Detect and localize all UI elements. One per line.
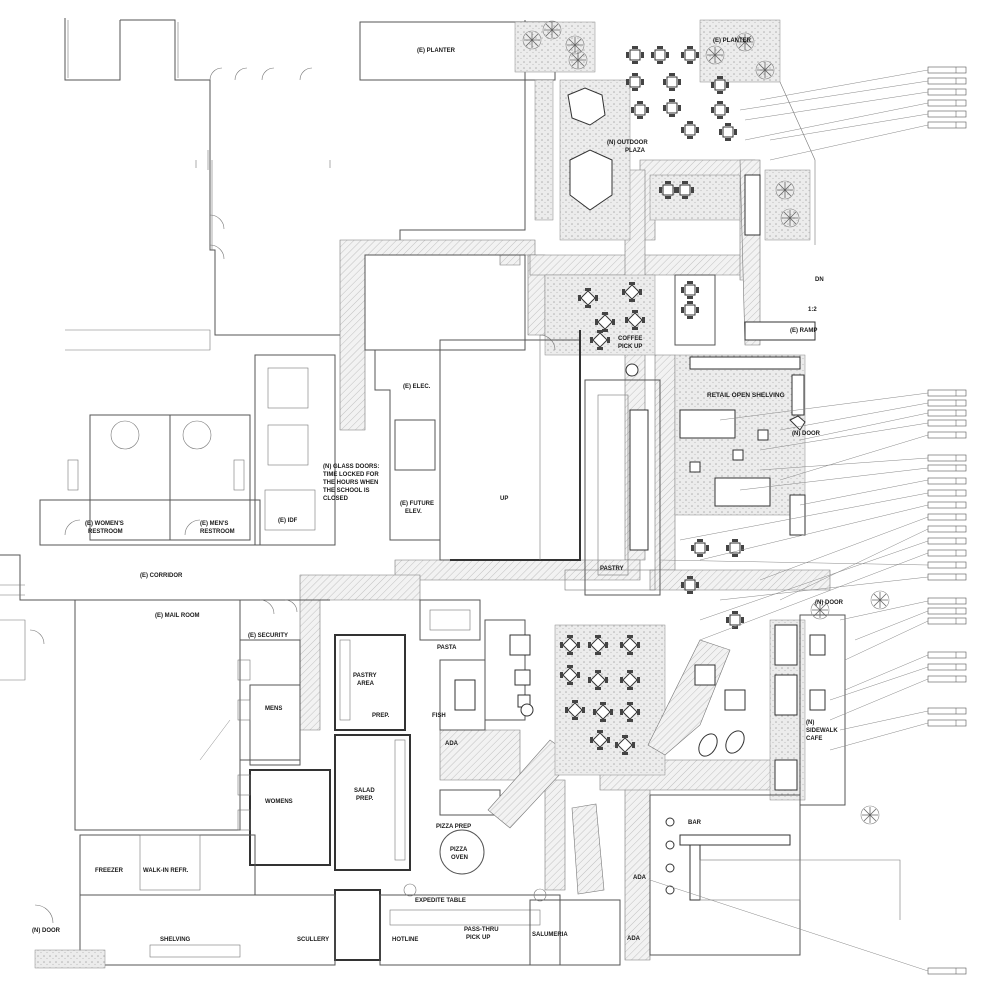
label-mail-room: (E) MAIL ROOM — [155, 613, 200, 619]
label-up: UP — [500, 496, 508, 502]
label-ada-2: ADA — [633, 875, 647, 881]
label-salad-1: SALAD — [354, 788, 375, 794]
bar-area — [649, 794, 901, 956]
existing-restrooms — [39, 414, 261, 546]
label-door-4: (N) DOOR — [32, 928, 61, 934]
label-retail: RETAIL OPEN SHELVING — [707, 392, 785, 399]
existing-building — [64, 18, 556, 351]
label-sidewalk-2: SIDEWALK — [806, 728, 838, 734]
label-glass-5: CLOSED — [323, 496, 349, 502]
label-ramp-slope: 1:2 — [808, 307, 817, 313]
label-glass-4: THE SCHOOL IS — [323, 488, 370, 494]
label-salumeria: SALUMERIA — [532, 932, 568, 938]
label-salad-2: PREP. — [356, 796, 374, 802]
label-mens-rr-2: RESTROOM — [200, 529, 235, 535]
main-dining — [554, 538, 746, 776]
label-walkin: WALK-IN REFR. — [143, 868, 189, 874]
label-womens-rr-2: RESTROOM — [88, 529, 123, 535]
planters — [514, 19, 816, 245]
label-pizza-oven-1: PIZZA — [450, 847, 468, 853]
label-ada-3: ADA — [627, 936, 641, 942]
label-passthru-1: PASS-THRU — [464, 927, 499, 933]
label-sidewalk-3: CAFE — [806, 736, 822, 742]
label-hotline: HOTLINE — [392, 937, 418, 943]
label-outdoor-plaza-1: (N) OUTDOOR — [607, 140, 648, 146]
core-area — [254, 254, 581, 561]
label-pastry-area-1: PASTRY — [353, 673, 377, 679]
label-pastry-area-2: AREA — [357, 681, 375, 687]
label-glass-3: THE HOURS WHEN — [323, 480, 378, 486]
label-ada-1: ADA — [445, 741, 459, 747]
label-pasta: PASTA — [437, 645, 457, 651]
label-dn: DN — [815, 277, 824, 283]
label-bar: BAR — [688, 820, 702, 826]
key-tags — [199, 66, 967, 975]
label-future-elev-1: (E) FUTURE — [400, 501, 434, 507]
label-womens-rr-1: (E) WOMEN'S — [85, 521, 124, 527]
coffee-area — [544, 274, 816, 356]
label-shelving: SHELVING — [160, 937, 191, 943]
pastry-counter — [564, 363, 661, 596]
label-mens: MENS — [265, 706, 282, 712]
label-ramp: (E) RAMP — [790, 328, 817, 334]
label-planter-2: (E) PLANTER — [713, 38, 752, 44]
label-pastry: PASTRY — [600, 566, 624, 572]
mail-room-block — [0, 554, 331, 866]
label-prep: PREP. — [372, 713, 390, 719]
label-glass-1: (N) GLASS DOORS: — [323, 464, 379, 470]
sidewalk-cafe — [769, 590, 890, 825]
label-expedite: EXPEDITE TABLE — [415, 898, 466, 904]
label-fish: FISH — [432, 713, 446, 719]
kitchen — [34, 599, 621, 969]
label-mens-rr-1: (E) MEN'S — [200, 521, 228, 527]
label-passthru-2: PICK UP — [466, 935, 490, 941]
label-planter-1: (E) PLANTER — [417, 48, 456, 54]
label-outdoor-plaza-2: PLAZA — [625, 148, 646, 154]
label-pizza-prep: PIZZA PREP — [436, 824, 471, 830]
label-freezer: FREEZER — [95, 868, 124, 874]
outdoor-plaza-seating — [559, 45, 761, 241]
label-scullery: SCULLERY — [297, 937, 329, 943]
label-corridor: (E) CORRIDOR — [140, 573, 183, 579]
label-sidewalk-1: (N) — [806, 720, 814, 726]
label-security: (E) SECURITY — [248, 633, 288, 639]
label-coffee-1: COFFEE — [618, 336, 642, 342]
retail-area — [674, 354, 806, 536]
label-elec: (E) ELEC. — [403, 384, 431, 390]
label-door-1: (N) DOOR — [792, 431, 821, 437]
label-future-elev-2: ELEV. — [405, 509, 422, 515]
room-labels: (E) PLANTER (E) PLANTER (N) OUTDOOR PLAZ… — [32, 38, 844, 943]
label-glass-2: TIME LOCKED FOR — [323, 472, 379, 478]
label-coffee-2: PICK UP — [618, 344, 642, 350]
label-womens: WOMENS — [265, 799, 293, 805]
label-idf: (E) IDF — [278, 518, 298, 524]
label-pizza-oven-2: OVEN — [451, 855, 468, 861]
label-door-2: (N) DOOR — [815, 600, 844, 606]
